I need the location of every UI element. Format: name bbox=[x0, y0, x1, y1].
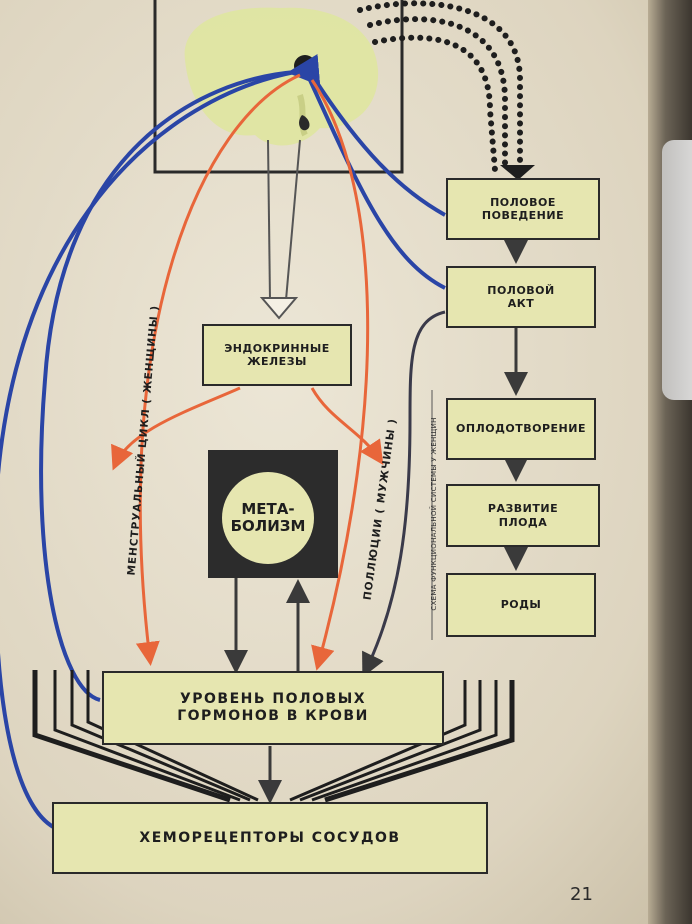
endocrine-glands-box: ЭНДОКРИННЫЕ ЖЕЛЕЗЫ bbox=[202, 324, 352, 386]
background-cloth bbox=[662, 140, 692, 400]
brain-frame bbox=[153, 0, 404, 174]
act-to-hormones-arrow bbox=[362, 310, 446, 678]
sexual-act-box: ПОЛОВОЙ АКТ bbox=[446, 266, 596, 328]
fetal-development-box: РАЗВИТИЕ ПЛОДА bbox=[446, 484, 600, 547]
female-scheme-label: СХЕМА ФУНКЦИОНАЛЬНОЙ СИСТЕМЫ У ЖЕНЩИН bbox=[430, 417, 438, 611]
hormone-level-box: УРОВЕНЬ ПОЛОВЫХ ГОРМОНОВ В КРОВИ bbox=[102, 671, 444, 745]
fertilization-box: ОПЛОДОТВОРЕНИЕ bbox=[446, 398, 596, 460]
right-bundle bbox=[289, 680, 515, 803]
hollow-arrowhead bbox=[259, 297, 299, 320]
dotted-arrowhead bbox=[500, 165, 535, 180]
sexual-behavior-box: ПОЛОВОЕ ПОВЕДЕНИЕ bbox=[446, 178, 600, 240]
chemoreceptors-box: ХЕМОРЕЦЕПТОРЫ СОСУДОВ bbox=[52, 802, 488, 874]
dotted-arcs bbox=[357, 0, 523, 173]
pituitary-arrows bbox=[267, 139, 301, 301]
left-bundle bbox=[32, 670, 259, 803]
page-number: 21 bbox=[570, 884, 593, 905]
birth-box: РОДЫ bbox=[446, 573, 596, 637]
metabolism-circle: МЕТА- БОЛИЗМ bbox=[222, 472, 314, 564]
blue-arrows bbox=[0, 54, 446, 832]
orange-arrows bbox=[111, 73, 384, 671]
pituitary-shape bbox=[299, 115, 310, 131]
